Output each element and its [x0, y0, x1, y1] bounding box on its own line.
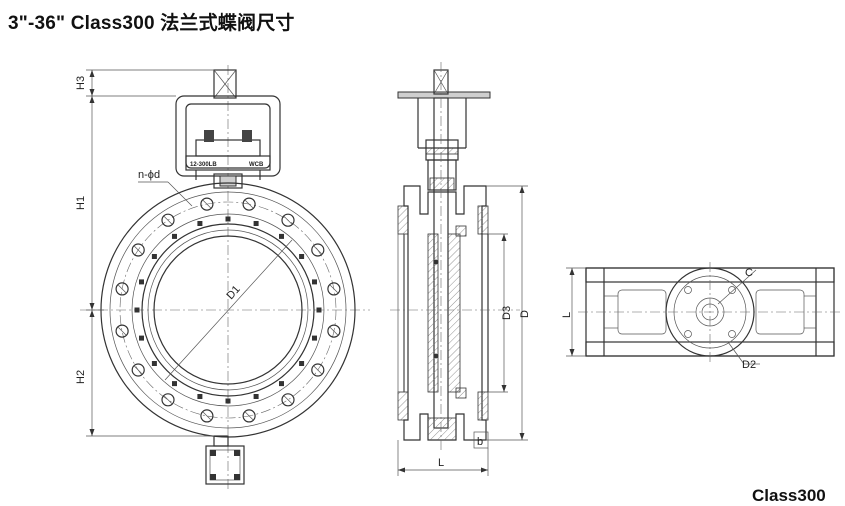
- bolt-hole: [115, 282, 129, 296]
- label-c: C: [745, 267, 753, 279]
- bolt-hole: [327, 324, 341, 338]
- inner-bolt-dot: [197, 221, 203, 226]
- inner-bolt-dot: [279, 381, 284, 387]
- nameplate-right: WCB: [249, 162, 264, 168]
- inner-bolt-dot: [299, 361, 305, 366]
- label-d3: D3: [501, 306, 513, 320]
- label-l-top: L: [561, 312, 573, 318]
- label-b: b: [477, 436, 483, 448]
- side-view: D3 D b L: [390, 62, 531, 476]
- top-view: C D2 L: [561, 262, 842, 371]
- bolt-hole: [311, 243, 325, 257]
- inner-bolt-dot: [139, 279, 144, 285]
- outer-bolt-holes: [115, 197, 341, 423]
- label-d2: D2: [742, 359, 756, 371]
- bolt-hole: [131, 363, 145, 377]
- label-h1: H1: [75, 196, 87, 210]
- front-view: 12-300LB WCB D1 n-ϕd: [75, 65, 370, 490]
- inner-bolt-dot: [299, 254, 305, 259]
- label-d1: D1: [224, 283, 242, 301]
- inner-bolt-dots: [134, 216, 322, 404]
- inner-bolt-dot: [225, 216, 231, 222]
- inner-bolt-dot: [312, 335, 317, 341]
- label-l-side: L: [438, 457, 444, 469]
- bolt-hole: [161, 213, 175, 227]
- inner-bolt-dot: [225, 398, 231, 404]
- bolt-hole: [327, 282, 341, 296]
- bolt-hole: [200, 197, 214, 211]
- label-n-d: n-ϕd: [138, 169, 160, 181]
- inner-bolt-dot: [316, 307, 322, 313]
- inner-bolt-dot: [172, 233, 177, 239]
- inner-bolt-dot: [172, 381, 177, 387]
- footer-class-label: Class300: [752, 486, 826, 505]
- inner-bolt-dot: [134, 307, 140, 313]
- bolt-hole: [242, 197, 256, 211]
- inner-bolt-dot: [253, 221, 259, 226]
- label-h2: H2: [75, 370, 87, 384]
- inner-bolt-dot: [139, 335, 144, 341]
- nameplate-left: 12-300LB: [190, 162, 217, 168]
- bolt-hole: [281, 393, 295, 407]
- bolt-hole: [161, 393, 175, 407]
- page-title: 3"-36" Class300 法兰式蝶阀尺寸: [8, 13, 295, 34]
- inner-bolt-dot: [151, 254, 157, 259]
- bolt-hole: [281, 213, 295, 227]
- bolt-hole: [200, 409, 214, 423]
- inner-bolt-dot: [312, 279, 317, 285]
- inner-bolt-dot: [253, 394, 259, 399]
- bolt-hole: [311, 363, 325, 377]
- bolt-hole: [242, 409, 256, 423]
- bolt-hole: [115, 324, 129, 338]
- inner-bolt-dot: [279, 233, 284, 239]
- inner-bolt-dot: [151, 361, 157, 366]
- label-d: D: [519, 310, 531, 318]
- label-h3: H3: [75, 76, 87, 90]
- bolt-hole: [131, 243, 145, 257]
- inner-bolt-dot: [197, 394, 203, 399]
